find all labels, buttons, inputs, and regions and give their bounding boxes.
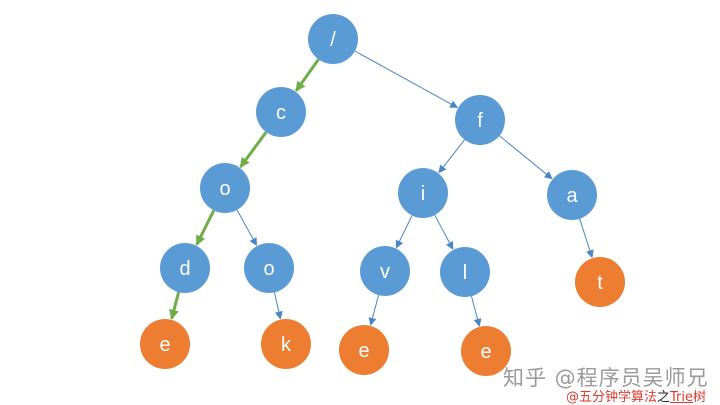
edge-f-fa (499, 135, 553, 180)
node-label-file: e (480, 341, 491, 363)
node-cod: d (160, 243, 210, 293)
edge-f-fi (438, 139, 466, 174)
edge-fi-fil (434, 214, 454, 250)
edge-fiv-five (368, 295, 380, 326)
edge-cod-code-highlighted (169, 291, 181, 320)
node-co: o (200, 163, 250, 213)
edge-fa-fat (579, 218, 594, 259)
node-circle-c (256, 87, 306, 137)
node-circle-five (339, 325, 389, 375)
node-circle-fa (547, 170, 597, 220)
node-circle-fiv (360, 246, 410, 296)
node-five: e (339, 325, 389, 375)
node-circle-co (200, 163, 250, 213)
caption-middle: 之 (657, 390, 671, 405)
nodes-layer: / c f o i a d o v l t e k e e (140, 14, 625, 376)
edge-co-cod-highlighted (195, 209, 216, 246)
edge-co-coo (236, 209, 257, 247)
caption-trie-link[interactable]: Trie (670, 390, 694, 405)
node-label-fa: a (566, 185, 578, 207)
node-label-cook: k (281, 334, 292, 356)
node-circle-f (455, 95, 505, 145)
node-label-c: c (276, 102, 286, 124)
node-label-code: e (159, 334, 170, 356)
caption-prefix: @五分钟学算法 (566, 390, 658, 405)
node-circle-file (461, 326, 511, 376)
edge-coo-cook (273, 292, 283, 320)
node-circle-cook (261, 319, 311, 369)
node-circle-code (140, 319, 190, 369)
node-code: e (140, 319, 190, 369)
node-circle-cod (160, 243, 210, 293)
node-circle-fat (575, 257, 625, 307)
node-fiv: v (360, 246, 410, 296)
node-circle-fi (398, 168, 448, 218)
edges-layer (169, 50, 594, 327)
edge-fil-file (470, 296, 482, 327)
node-label-root: / (330, 29, 336, 51)
node-f: f (455, 95, 505, 145)
node-label-fiv: v (380, 261, 390, 283)
node-circle-coo (244, 243, 294, 293)
caption: @五分钟学算法之Trie树 (566, 386, 706, 405)
node-cook: k (261, 319, 311, 369)
edge-root-f (354, 50, 459, 108)
node-label-co: o (219, 178, 230, 200)
node-root: / (308, 14, 358, 64)
node-coo: o (244, 243, 294, 293)
node-label-coo: o (263, 258, 274, 280)
node-circle-fil (440, 247, 490, 297)
edge-c-co-highlighted (239, 131, 268, 168)
node-fat: t (575, 257, 625, 307)
watermark: 知乎 @程序员吴师兄 (503, 366, 709, 390)
node-fa: a (547, 170, 597, 220)
edge-fi-fiv (395, 215, 413, 249)
node-fil: l (440, 247, 490, 297)
node-fi: i (398, 168, 448, 218)
node-c: c (256, 87, 306, 137)
node-circle-root (308, 14, 358, 64)
node-file: e (461, 326, 511, 376)
node-label-fil: l (463, 262, 467, 284)
node-label-cod: d (179, 258, 190, 280)
node-label-f: f (477, 110, 483, 132)
edge-root-c-highlighted (294, 58, 320, 92)
caption-suffix: 树 (693, 390, 707, 405)
node-label-fi: i (421, 183, 425, 205)
node-label-fat: t (597, 272, 603, 294)
node-label-five: e (358, 340, 369, 362)
